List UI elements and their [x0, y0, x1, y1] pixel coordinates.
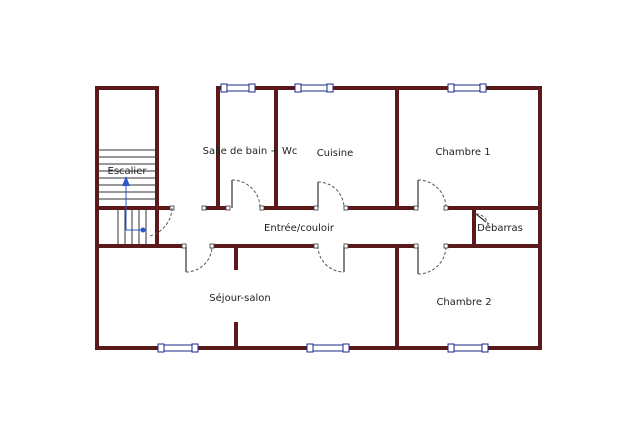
label-entree: Entrée/couloir [264, 222, 335, 234]
window-bathroom [220, 83, 256, 93]
window-kitchen [294, 83, 334, 93]
door-bathroom [225, 179, 265, 211]
door-stair [149, 205, 207, 237]
window-chambre-2 [447, 343, 489, 353]
label-chambre-1: Chambre 1 [435, 147, 490, 158]
label-escalier: Escalier [108, 166, 148, 177]
door-lower-middle [313, 243, 349, 273]
door-kitchen [313, 181, 349, 211]
door-debarras [475, 213, 489, 227]
label-cuisine: Cuisine [317, 148, 354, 159]
interior-walls [95, 86, 542, 350]
room-labels: Escalier Salle de bain + Wc Cuisine Cham… [108, 146, 523, 308]
window-chambre-1 [447, 83, 487, 93]
outer-walls [95, 86, 542, 350]
doors [149, 179, 489, 275]
window-sejour-left [157, 343, 199, 353]
staircase [97, 149, 157, 246]
door-chambre-2 [413, 243, 449, 275]
label-salle-de-bain: Salle de bain + Wc [203, 146, 298, 157]
door-chambre-1 [413, 179, 449, 211]
door-sejour [181, 243, 215, 273]
stair-arrow-icon [122, 176, 130, 186]
window-sejour-right [306, 343, 350, 353]
windows [157, 83, 489, 353]
label-sejour: Séjour-salon [209, 292, 270, 304]
label-debarras: Débarras [477, 222, 523, 234]
label-chambre-2: Chambre 2 [436, 297, 491, 308]
